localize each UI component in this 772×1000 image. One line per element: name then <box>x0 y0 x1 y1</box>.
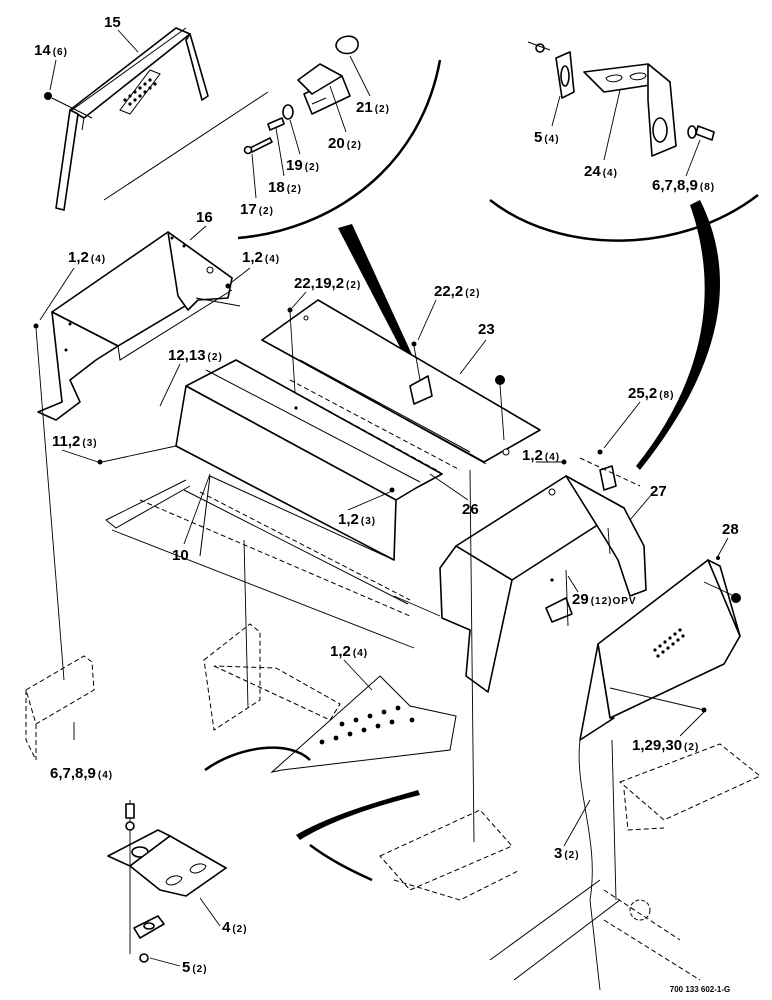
panel-27 <box>393 449 647 693</box>
lower-frame-dashed <box>25 469 761 981</box>
detail-arc-bottom-left-b <box>309 843 373 882</box>
callout-28: 28 <box>722 521 739 538</box>
callout-17: 17(2) <box>240 201 274 218</box>
callout-1-29-30: 1,29,30(2) <box>632 737 699 754</box>
callout-4: 4(2) <box>222 919 248 936</box>
callout-22-19-2: 22,19,2(2) <box>294 275 361 292</box>
callout-25-2: 25,2(8) <box>628 385 674 402</box>
callout-1-2-lower: 1,2(4) <box>330 643 368 660</box>
callout-1-2-center: 1,2(3) <box>338 511 376 528</box>
callout-1-2-left: 1,2(4) <box>68 249 106 266</box>
bracket-detail-4 <box>107 800 227 963</box>
detail-arcs <box>204 59 759 882</box>
callout-24: 24(4) <box>584 163 618 180</box>
panel-16 <box>33 231 241 681</box>
callout-15: 15 <box>104 14 121 31</box>
detail-arc-top-center <box>237 59 442 240</box>
callout-19: 19(2) <box>286 157 320 174</box>
callout-29: 29(12)OPV <box>572 591 637 608</box>
callout-6-9-bottom: 6,7,8,9(4) <box>50 765 113 782</box>
label-leaders <box>39 29 729 967</box>
callout-16: 16 <box>196 209 213 226</box>
cover-23 <box>261 299 541 471</box>
detail-arc-bottom-left-a <box>204 746 311 772</box>
detail-pointer-bottom <box>296 790 420 840</box>
callout-3: 3(2) <box>554 845 580 862</box>
channel-10 <box>97 359 443 649</box>
callout-5-top: 5(4) <box>534 129 560 146</box>
callout-6-9-top: 6,7,8,9(8) <box>652 177 715 194</box>
detail-pointer-top <box>338 224 420 374</box>
shield-panel-28 <box>578 556 741 991</box>
latch-detail <box>243 35 359 155</box>
callout-5-bottom: 5(2) <box>182 959 208 976</box>
callout-20: 20(2) <box>328 135 362 152</box>
callout-11-2: 11,2(3) <box>52 433 98 450</box>
callout-10: 10 <box>172 547 189 564</box>
callout-1-2-right: 1,2(4) <box>522 447 560 464</box>
callout-21: 21(2) <box>356 99 390 116</box>
callout-labels: 15 14(6) 21(2) 20(2) 19(2) 18(2) 17(2) 5… <box>34 14 739 976</box>
bracket-detail-24 <box>527 41 715 157</box>
callout-12-13: 12,13(2) <box>168 347 223 364</box>
knob-14 <box>44 92 52 100</box>
shield-panel-15 <box>44 27 269 211</box>
callout-1-2-upper: 1,2(4) <box>242 249 280 266</box>
callout-14: 14(6) <box>34 42 68 59</box>
detail-pointer-right <box>636 200 720 470</box>
callout-23: 23 <box>478 321 495 338</box>
detail-arc-top-right <box>489 194 759 242</box>
callout-26: 26 <box>462 501 479 518</box>
callout-18: 18(2) <box>268 179 302 196</box>
figure-number: 700 133 602-1-G <box>670 985 731 994</box>
callout-27: 27 <box>650 483 667 500</box>
callout-22-2: 22,2(2) <box>434 283 480 300</box>
